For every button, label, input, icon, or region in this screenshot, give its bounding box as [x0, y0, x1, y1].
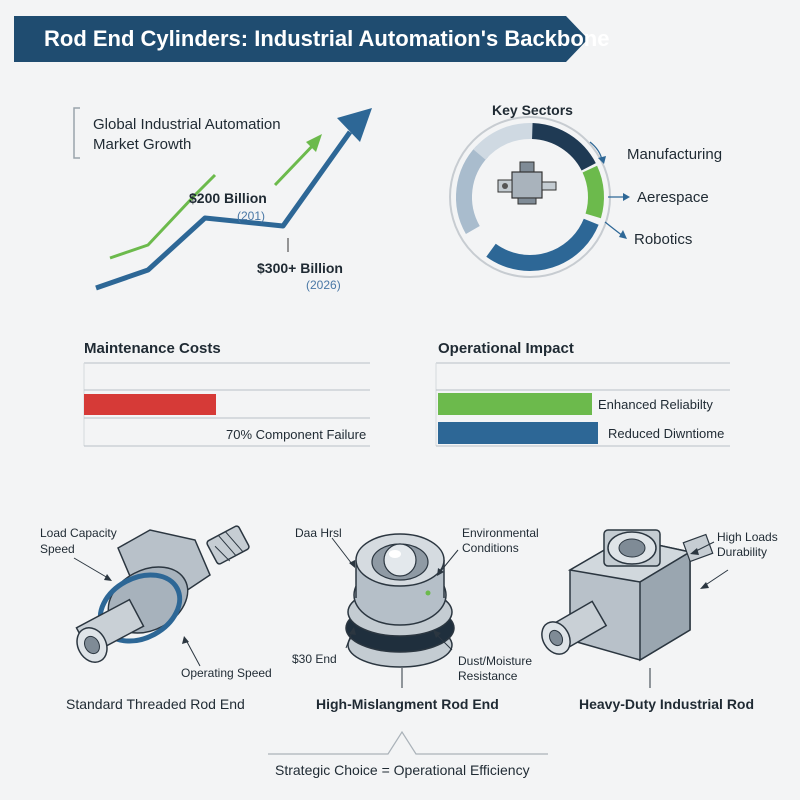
donut-segment-lightblue: [456, 123, 604, 271]
p2-callout-top-right-line2: Conditions: [462, 541, 519, 555]
maintenance-bar-label: 70% Component Failure: [226, 427, 367, 442]
heavy-duty-rod-icon: [541, 529, 714, 662]
sector-aerospace: Aerespace: [637, 189, 709, 206]
p3-callout-top-line1: High Loads: [717, 530, 778, 544]
point2-year: (2026): [306, 278, 341, 292]
page-title: Rod End Cylinders: Industrial Automation…: [44, 26, 610, 51]
point1-value: $200 Billion: [189, 190, 267, 206]
banner-shape: [14, 16, 588, 62]
p2-callout-top-left: Daa Hrsl: [295, 526, 342, 540]
cylinder-icon: [497, 161, 557, 205]
standard-rod-end-icon: [75, 525, 250, 663]
sector-robotics: Robotics: [634, 231, 693, 248]
conclusion-text: Strategic Choice = Operational Efficienc…: [275, 762, 530, 778]
p3-callout-top-line2: Durability: [717, 545, 768, 559]
failure-bar: [84, 394, 216, 415]
downtime-bar: [438, 422, 598, 444]
title-banner: Rod End Cylinders: Industrial Automation…: [14, 16, 609, 62]
high-misalignment-rod-end-icon: [345, 533, 455, 668]
maintenance-heading: Maintenance Costs: [84, 340, 221, 357]
donut-segment-pale: [456, 122, 604, 271]
p1-callout-bottom: Operating Speed: [181, 666, 272, 680]
point2-value: $300+ Billion: [257, 260, 343, 276]
product1-name: Standard Threaded Rod End: [66, 696, 245, 712]
conclusion-bracket: [268, 730, 548, 755]
product2-name: High-Mislangment Rod End: [316, 696, 499, 712]
blue-arrow-head: [337, 108, 372, 142]
products-illustration: [73, 525, 729, 688]
growth-heading-line2: Market Growth: [93, 136, 192, 153]
heading-bracket: [73, 107, 80, 159]
sectors-heading: Key Sectors: [492, 102, 573, 118]
blue-growth-line: [95, 130, 353, 291]
p1-callout-top-line1: Load Capacity: [40, 526, 117, 540]
green-arrow-head: [306, 134, 322, 152]
sectors-donut: [449, 116, 630, 278]
p2-callout-bottom-left: $30 End: [292, 652, 337, 666]
reliability-bar: [438, 393, 592, 415]
maintenance-bar-panel: [83, 362, 370, 447]
product3-name: Heavy-Duty Industrial Rod: [579, 696, 755, 712]
p2-callout-bottom-right-line1: Dust/Moisture: [458, 654, 533, 668]
growth-heading-line1: Global Industrial Automation: [93, 116, 281, 133]
p1-callout-top-line2: Speed: [40, 542, 75, 556]
p2-callout-top-right-line1: Environmental: [462, 526, 539, 540]
point1-year: (201): [237, 209, 266, 223]
green-trend-line: [109, 173, 217, 260]
p2-callout-bottom-right-line2: Resistance: [458, 669, 518, 683]
impact-bar1-label: Enhanced Reliabilty: [598, 397, 713, 412]
impact-bar2-label: Reduced Diwntiome: [608, 426, 725, 441]
sector-manufacturing: Manufacturing: [627, 146, 723, 163]
impact-heading: Operational Impact: [438, 340, 574, 357]
green-trend-line-upper: [273, 138, 320, 187]
impact-bar-panel: [435, 362, 730, 447]
